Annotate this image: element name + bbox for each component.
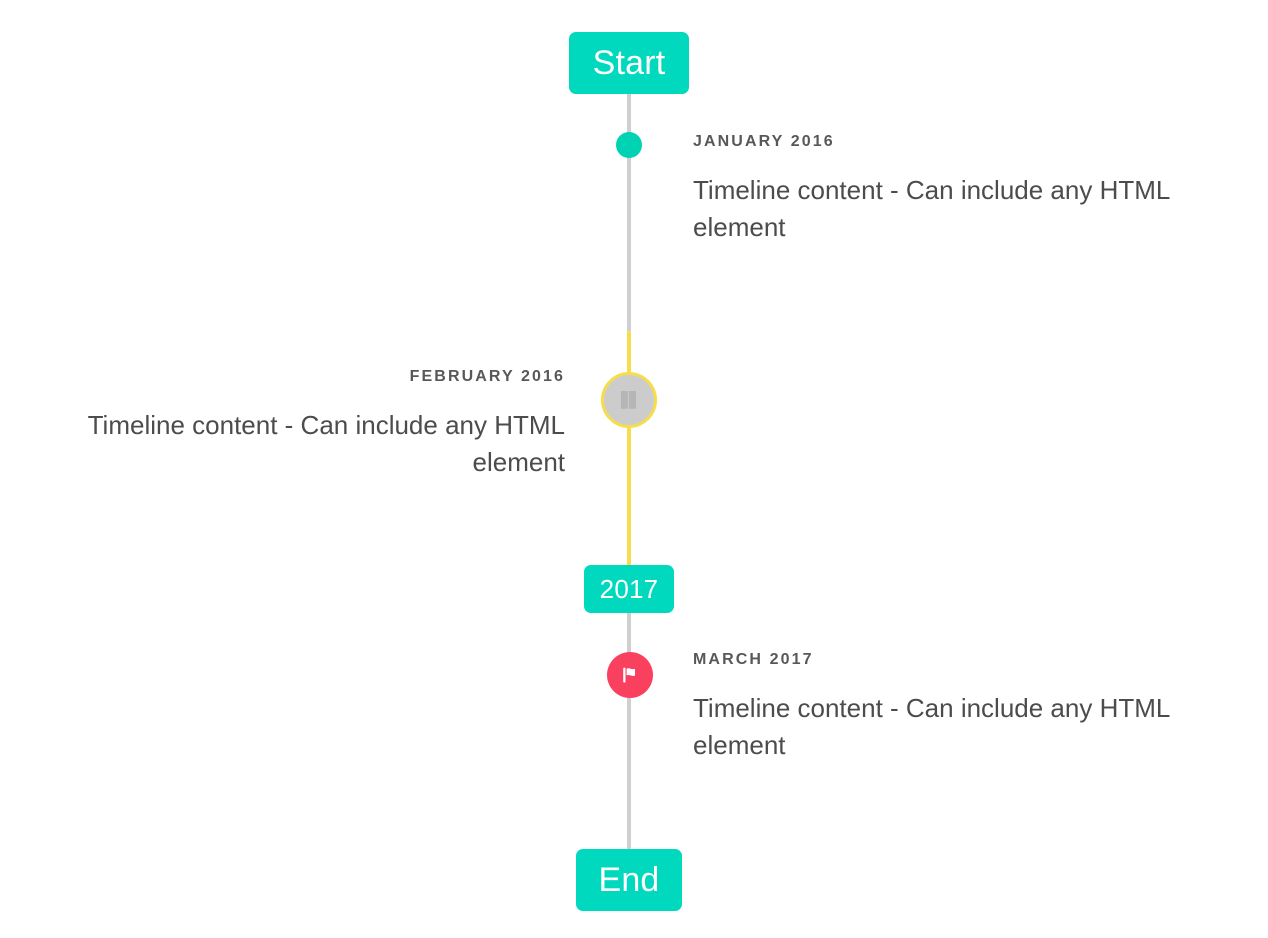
timeline-spine-segment-bottom bbox=[627, 610, 631, 858]
timeline-spine-segment-highlighted bbox=[627, 331, 631, 571]
timeline-event-january: JANUARY 2016 Timeline content - Can incl… bbox=[693, 134, 1216, 246]
dot-icon[interactable] bbox=[616, 132, 642, 158]
timeline-spine-segment-top bbox=[627, 90, 631, 332]
timeline-event-body: Timeline content - Can include any HTML … bbox=[87, 410, 565, 477]
flag-icon[interactable] bbox=[607, 652, 653, 698]
flag-glyph bbox=[619, 664, 641, 686]
timeline-event-date: MARCH 2017 bbox=[693, 651, 814, 668]
timeline-event-date: FEBRUARY 2016 bbox=[409, 368, 565, 385]
timeline-event-body: Timeline content - Can include any HTML … bbox=[693, 175, 1170, 242]
timeline-event-february: FEBRUARY 2016 Timeline content - Can inc… bbox=[42, 369, 565, 481]
broken-image-glyph: ▊▊ bbox=[620, 390, 638, 409]
timeline-event-date: JANUARY 2016 bbox=[693, 133, 835, 150]
timeline-start-badge[interactable]: Start bbox=[569, 32, 689, 94]
timeline-year-badge[interactable]: 2017 bbox=[584, 565, 674, 613]
timeline-end-label: End bbox=[598, 860, 660, 899]
broken-image-icon[interactable]: ▊▊ bbox=[601, 372, 657, 428]
timeline-event-march: MARCH 2017 Timeline content - Can includ… bbox=[693, 652, 1216, 764]
timeline-start-label: Start bbox=[592, 43, 666, 82]
timeline-end-badge[interactable]: End bbox=[576, 849, 682, 911]
timeline-year-label: 2017 bbox=[599, 573, 659, 604]
timeline-event-body: Timeline content - Can include any HTML … bbox=[693, 693, 1170, 760]
